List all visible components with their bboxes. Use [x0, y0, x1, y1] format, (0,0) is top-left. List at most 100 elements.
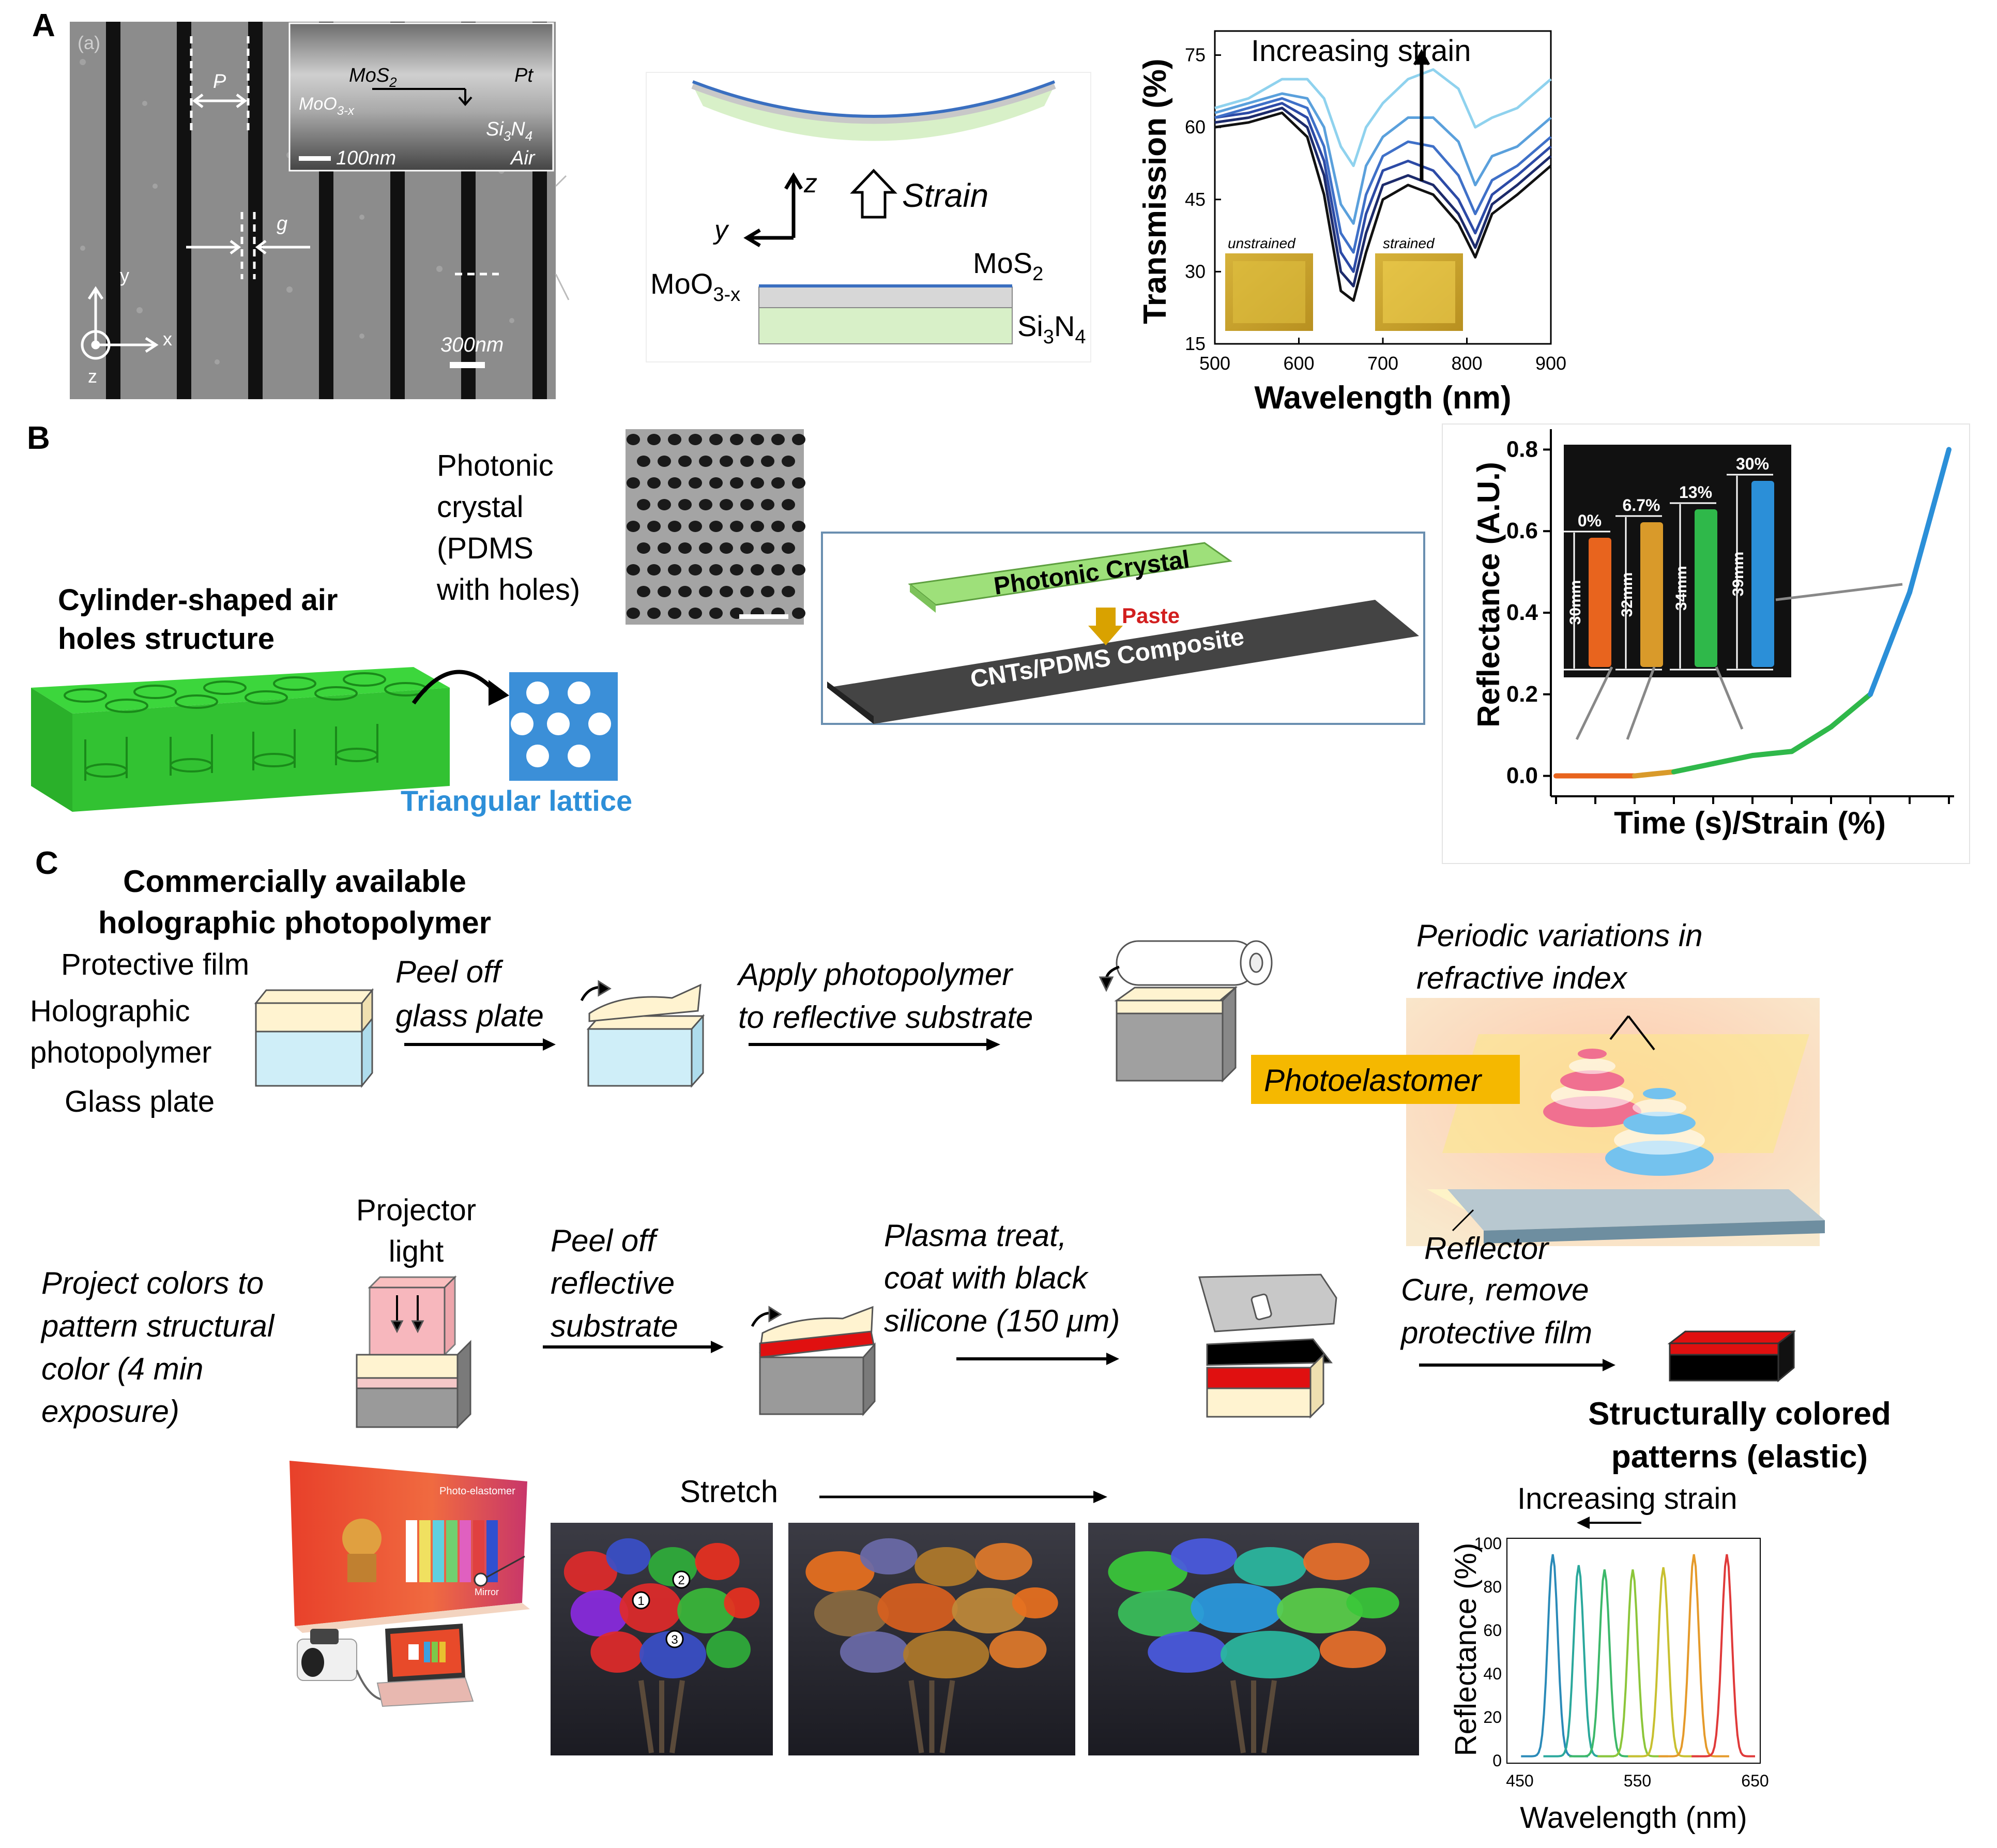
y-tick-label: 30	[1185, 261, 1206, 282]
axis-y: y	[120, 265, 129, 286]
x-tick-label: 550	[1624, 1771, 1651, 1790]
y-tick-label: 80	[1483, 1578, 1502, 1596]
pc-hole	[782, 499, 795, 510]
pc-hole	[647, 608, 661, 619]
transmission-lines	[1214, 68, 1552, 302]
x-tick-label: 600	[1283, 353, 1314, 374]
projector-2: light	[389, 1235, 444, 1268]
flower-blob	[805, 1551, 875, 1593]
pc-hole	[730, 521, 743, 532]
flower-blob	[814, 1590, 889, 1637]
stems	[638, 1680, 685, 1753]
reflectance-c-series-5	[1658, 1554, 1729, 1758]
reflectance-b-segment	[1711, 753, 1755, 766]
transmission-xlabel: Wavelength (nm)	[1254, 380, 1511, 416]
pc-hole	[627, 564, 640, 575]
layer-holo-2: photopolymer	[30, 1036, 211, 1069]
blue-cone	[1605, 1088, 1714, 1176]
y-tick-label: 45	[1185, 189, 1206, 210]
layer-glass: Glass plate	[65, 1085, 215, 1118]
cylinder-block	[31, 667, 450, 812]
flower-blob	[1012, 1587, 1058, 1618]
schematic-mos2-sub: 2	[1032, 263, 1043, 285]
svg-text:MoO3-x: MoO3-x	[299, 94, 355, 118]
schematic-moo3-sub: 3-x	[713, 284, 740, 306]
pc-hole	[709, 608, 723, 619]
bear-figure	[342, 1519, 382, 1582]
reflectance-c-annotation: Increasing strain	[1517, 1482, 1737, 1516]
pc-hole	[782, 586, 795, 597]
peeled-box	[580, 980, 705, 1088]
transmission-inset-strained: strained	[1375, 235, 1463, 331]
svg-text:MoO3-x: MoO3-x	[650, 267, 740, 306]
mirror-label: Mirror	[475, 1587, 499, 1597]
pc-hole	[699, 499, 712, 510]
reflectance-c-series-1	[1543, 1565, 1614, 1758]
stems	[1230, 1680, 1277, 1753]
axis-z: z	[88, 366, 97, 387]
inset-n: N	[511, 118, 525, 140]
schematic-si: Si	[1017, 310, 1043, 342]
svg-text:MoS2: MoS2	[973, 247, 1043, 285]
flower-blob	[724, 1587, 760, 1618]
pc-hole	[678, 542, 692, 554]
marker-2: 2	[672, 1570, 691, 1589]
schematic-si-sub2: 4	[1075, 326, 1086, 348]
flower-blob	[903, 1631, 989, 1678]
pc-label-3: (PDMS	[437, 532, 533, 565]
step4-3: silicone (150 μm)	[884, 1304, 1120, 1338]
flower-photo-1: 1 2 3	[551, 1523, 773, 1755]
y-tick-label: 20	[1483, 1708, 1502, 1726]
step3-2: reflective	[551, 1266, 675, 1300]
pc-hole	[751, 521, 764, 532]
pc-hole	[678, 586, 692, 597]
color-bar	[446, 1520, 458, 1582]
strain-strip	[1589, 538, 1611, 667]
reflectance-c-xlabel: Wavelength (nm)	[1520, 1801, 1747, 1835]
pc-hole	[720, 542, 733, 554]
axis-x: x	[163, 328, 172, 350]
step1-2: glass plate	[395, 998, 544, 1033]
y-tick-label: 40	[1483, 1664, 1502, 1683]
peeled-red-box	[751, 1306, 876, 1416]
reflectance-b-segment	[1632, 769, 1676, 779]
x-tick-label: 800	[1451, 353, 1482, 374]
flower-blob	[1118, 1590, 1204, 1637]
red-cone	[1543, 1049, 1641, 1127]
reflectance-c-lines	[1521, 1554, 1755, 1758]
flower-blob	[914, 1547, 978, 1586]
project-4: exposure)	[41, 1394, 179, 1429]
reflectance-b-segment	[1671, 761, 1716, 775]
reflectance-b-segment	[1907, 447, 1952, 595]
layer-protective: Protective film	[61, 948, 249, 981]
stretch-label: Stretch	[680, 1474, 778, 1509]
project-3: color (4 min	[41, 1352, 203, 1386]
flower-blob	[1320, 1631, 1386, 1668]
flower-blob	[1108, 1551, 1187, 1593]
result-1: Structurally colored	[1588, 1396, 1891, 1432]
flower-blob	[989, 1631, 1047, 1668]
marker-1: 1	[632, 1591, 650, 1610]
flower-blob	[606, 1538, 651, 1574]
schematic-mos2: MoS	[973, 247, 1032, 279]
flower-blob	[840, 1631, 909, 1673]
flower-blob	[1221, 1631, 1320, 1678]
schematic-n: N	[1054, 310, 1075, 342]
x-tick-label: 500	[1199, 353, 1230, 374]
y-tick-label: 60	[1185, 116, 1206, 138]
cyl-title-1: Cylinder-shaped air	[58, 583, 338, 617]
panel-b-letter: B	[27, 420, 50, 456]
reflectance-b-segment	[1750, 749, 1794, 759]
color-bar	[419, 1520, 431, 1582]
pc-hole	[668, 608, 681, 619]
triangular-lattice	[509, 672, 618, 781]
pc-hole	[699, 542, 712, 554]
projector-1: Projector	[356, 1193, 476, 1227]
pc-hole	[761, 586, 774, 597]
strip-length-label: 39mm	[1730, 552, 1747, 597]
flower-blob	[1276, 1588, 1363, 1633]
pc-hole	[730, 564, 743, 575]
pc-hole	[720, 586, 733, 597]
pc-hole	[637, 542, 650, 554]
